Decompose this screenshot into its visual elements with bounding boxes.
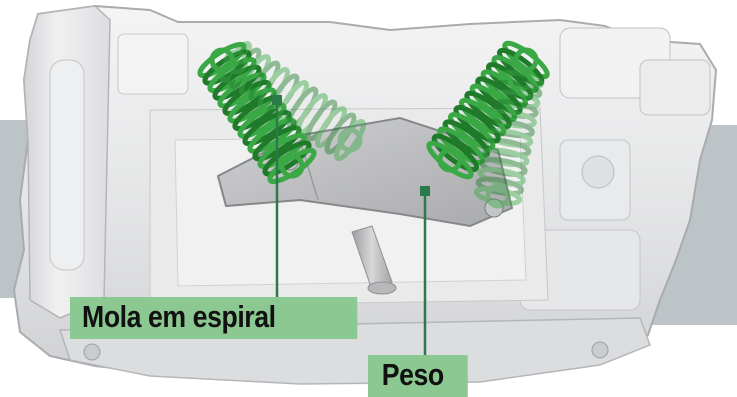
spring-coil bbox=[495, 70, 545, 90]
spring-coil bbox=[496, 47, 545, 87]
spring-coil bbox=[490, 99, 539, 119]
spring-coil bbox=[324, 112, 357, 155]
spring-hook bbox=[223, 49, 249, 75]
spring-coil bbox=[480, 69, 528, 108]
coil-spring-right bbox=[426, 40, 550, 209]
spring-coil bbox=[473, 186, 523, 206]
spring-coil bbox=[479, 157, 528, 177]
spring-coil bbox=[481, 147, 530, 168]
spring-coil bbox=[267, 147, 317, 185]
spring-coil bbox=[286, 86, 319, 129]
spring-coil bbox=[488, 108, 537, 129]
spring-hook bbox=[337, 127, 363, 153]
spring-coil bbox=[492, 89, 541, 110]
spring-hook bbox=[209, 47, 235, 73]
spring-marker bbox=[272, 95, 282, 105]
spring-coil bbox=[486, 62, 534, 101]
spring-coil bbox=[475, 76, 523, 115]
spring-coil bbox=[252, 125, 302, 162]
spring-coil bbox=[222, 79, 272, 116]
spring-coil bbox=[212, 64, 262, 101]
spring-coil bbox=[248, 60, 281, 103]
spring-coil bbox=[483, 137, 532, 158]
spring-coil bbox=[197, 41, 247, 79]
spring-hook bbox=[513, 47, 539, 73]
spring-coil bbox=[296, 93, 328, 135]
spring-coil bbox=[494, 79, 543, 100]
spring-coil bbox=[267, 73, 300, 116]
weight-label: Peso bbox=[368, 355, 468, 397]
spring-coil bbox=[464, 90, 512, 130]
coil-spring-left bbox=[197, 41, 366, 185]
spring-coil bbox=[431, 133, 480, 173]
spring-ghost-trace bbox=[220, 41, 366, 161]
spring-label: Mola em espiral bbox=[70, 297, 358, 339]
spring-hook bbox=[279, 153, 305, 179]
spring-hook bbox=[507, 67, 533, 93]
spring-coil bbox=[484, 128, 534, 148]
spring-coil bbox=[477, 166, 526, 187]
spring-coil bbox=[458, 97, 507, 137]
spring-coil bbox=[202, 49, 252, 86]
spring-coil bbox=[426, 140, 474, 180]
spring-coil bbox=[229, 47, 262, 90]
spring-coil bbox=[237, 102, 287, 139]
spring-coil bbox=[502, 40, 550, 80]
spring-coil bbox=[305, 99, 338, 142]
spring-ghost-trace bbox=[473, 67, 545, 209]
spring-coil bbox=[242, 110, 292, 147]
spring-coil bbox=[217, 72, 267, 109]
spring-hook bbox=[437, 147, 463, 173]
spring-coil bbox=[453, 105, 501, 144]
spring-coil bbox=[315, 106, 347, 148]
spring-coil bbox=[469, 83, 518, 123]
spring-coil bbox=[262, 140, 312, 177]
spring-coil bbox=[486, 118, 535, 139]
spring-hook bbox=[485, 183, 511, 209]
spring-coil bbox=[442, 119, 490, 158]
spring-coil bbox=[220, 41, 252, 83]
spring-coil bbox=[239, 54, 271, 96]
spring-coil bbox=[475, 176, 524, 197]
weight-marker bbox=[420, 186, 430, 196]
spring-coil bbox=[258, 67, 290, 109]
spring-coil bbox=[227, 87, 277, 124]
spring-coil bbox=[277, 80, 309, 122]
spring-coil bbox=[448, 112, 496, 151]
spring-coil bbox=[334, 119, 366, 161]
